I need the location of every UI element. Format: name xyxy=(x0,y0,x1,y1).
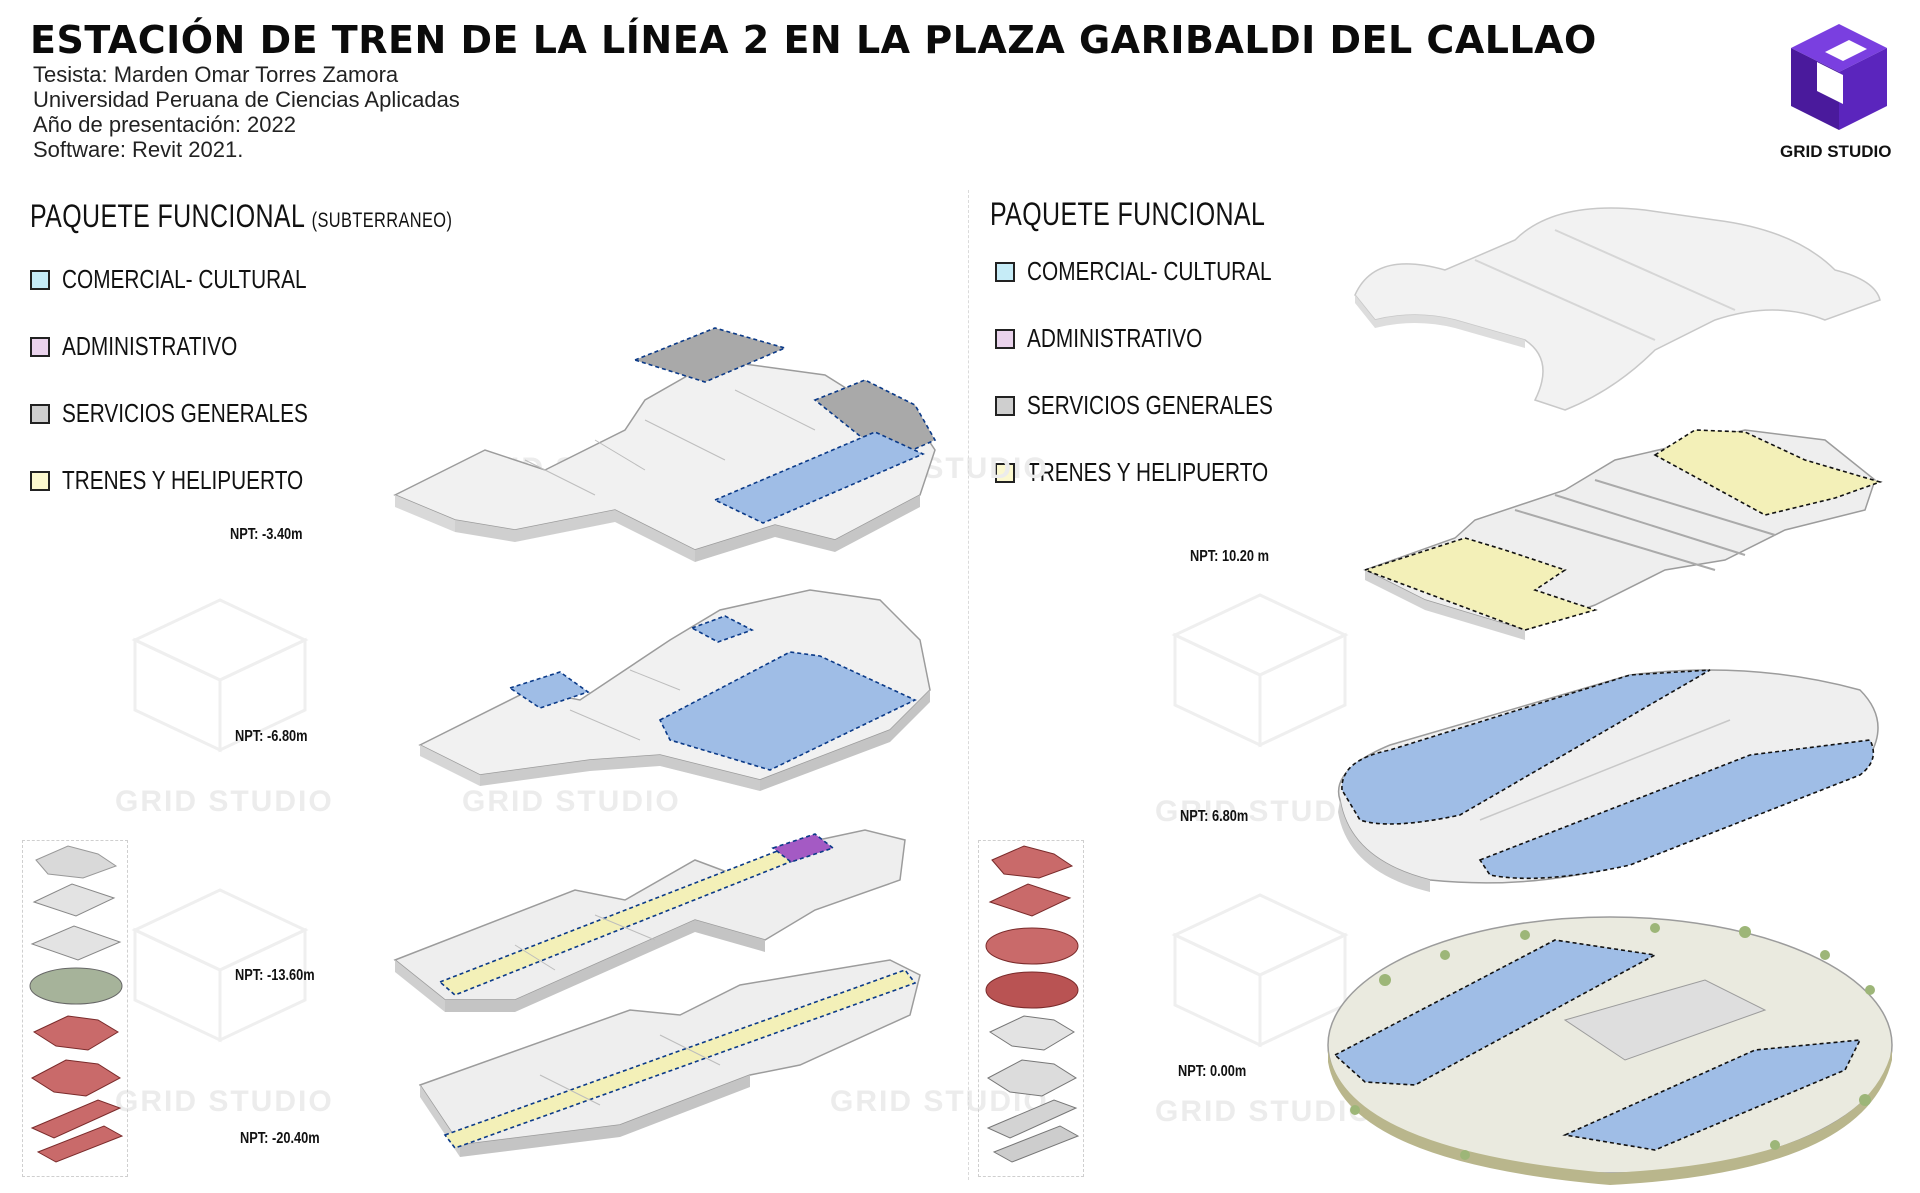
left-thumbnail-stack xyxy=(29,845,124,1163)
legend-label: ADMINISTRATIVO xyxy=(1027,323,1203,353)
legend-swatch-commercial xyxy=(995,261,1015,282)
legend-swatch-services xyxy=(30,403,50,424)
left-legend-trains: TRENES Y HELIPUERTO xyxy=(30,465,364,496)
legend-label: TRENES Y HELIPUERTO xyxy=(1027,457,1269,487)
right-legend-trains: TRENES Y HELIPUERTO xyxy=(995,457,1329,488)
level-label: NPT: -3.40m xyxy=(230,526,303,543)
plan-level-minus-20-40 xyxy=(418,959,921,1157)
plan-level-minus-6-80 xyxy=(418,589,931,791)
level-label: NPT: 10.20 m xyxy=(1190,548,1269,565)
right-panel-heading: PAQUETE FUNCIONAL xyxy=(990,196,1266,232)
right-legend-administrative: ADMINISTRATIVO xyxy=(995,323,1246,354)
author-line: Tesista: Marden Omar Torres Zamora xyxy=(33,62,399,87)
level-label: NPT: -20.40m xyxy=(240,1130,320,1147)
left-legend-commercial: COMERCIAL- CULTURAL xyxy=(30,264,368,295)
watermark-cube-icon xyxy=(131,598,309,753)
legend-swatch-administrative xyxy=(30,336,50,357)
right-exploded-thumbnails xyxy=(978,840,1084,1177)
legend-swatch-administrative xyxy=(995,328,1015,349)
watermark-cube-icon xyxy=(1171,593,1349,748)
legend-swatch-commercial xyxy=(30,269,50,290)
watermark: GRID STUDIO xyxy=(462,785,681,818)
watermark-cube-icon xyxy=(131,888,309,1043)
watermark: GRID STUDIO xyxy=(1155,1095,1374,1128)
level-label: NPT: -6.80m xyxy=(235,728,308,745)
plan-level-6-80 xyxy=(1337,669,1879,892)
level-label: NPT: -13.60m xyxy=(235,967,315,984)
plan-level-10-20 xyxy=(1362,429,1883,640)
software-line: Software: Revit 2021. xyxy=(33,137,244,162)
right-thumbnail-stack xyxy=(985,845,1080,1163)
legend-swatch-services xyxy=(995,395,1015,416)
panel-divider xyxy=(968,190,969,1180)
page-title: ESTACIÓN DE TREN DE LA LÍNEA 2 EN LA PLA… xyxy=(30,18,1597,62)
year-line: Año de presentación: 2022 xyxy=(33,112,296,137)
left-heading-sub: (SUBTERRANEO) xyxy=(311,209,453,232)
university-line: Universidad Peruana de Ciencias Aplicada… xyxy=(33,87,460,112)
plan-level-minus-13-60 xyxy=(393,829,906,1012)
plan-level-0-00 xyxy=(1327,916,1893,1185)
legend-swatch-trains xyxy=(995,462,1015,483)
left-legend-services: SERVICIOS GENERALES xyxy=(30,398,369,429)
legend-swatch-trains xyxy=(30,470,50,491)
watermark: GRID STUDIO xyxy=(1155,795,1374,828)
right-legend-commercial: COMERCIAL- CULTURAL xyxy=(995,256,1333,287)
legend-label: SERVICIOS GENERALES xyxy=(1027,390,1273,420)
left-exploded-thumbnails xyxy=(22,840,128,1177)
watermark-cube-icon xyxy=(1171,893,1349,1048)
legend-label: ADMINISTRATIVO xyxy=(62,331,238,361)
brand-name: GRID STUDIO xyxy=(1780,142,1892,161)
plan-level-minus-3-40 xyxy=(393,327,937,562)
legend-label: TRENES Y HELIPUERTO xyxy=(62,465,304,495)
left-heading-main: PAQUETE FUNCIONAL xyxy=(30,198,305,234)
level-label: NPT: 6.80m xyxy=(1180,808,1249,825)
left-legend-administrative: ADMINISTRATIVO xyxy=(30,331,281,362)
watermark: GRID STUDIO xyxy=(115,1085,334,1118)
right-legend-services: SERVICIOS GENERALES xyxy=(995,390,1334,421)
watermark: GRID STUDIO xyxy=(115,785,334,818)
legend-label: SERVICIOS GENERALES xyxy=(62,398,308,428)
legend-label: COMERCIAL- CULTURAL xyxy=(62,264,307,294)
grid-studio-cube-icon xyxy=(1791,24,1887,130)
legend-label: COMERCIAL- CULTURAL xyxy=(1027,256,1272,286)
level-label: NPT: 0.00m xyxy=(1178,1063,1247,1080)
left-panel-heading: PAQUETE FUNCIONAL (SUBTERRANEO) xyxy=(30,198,452,235)
plan-roof xyxy=(1354,207,1881,411)
